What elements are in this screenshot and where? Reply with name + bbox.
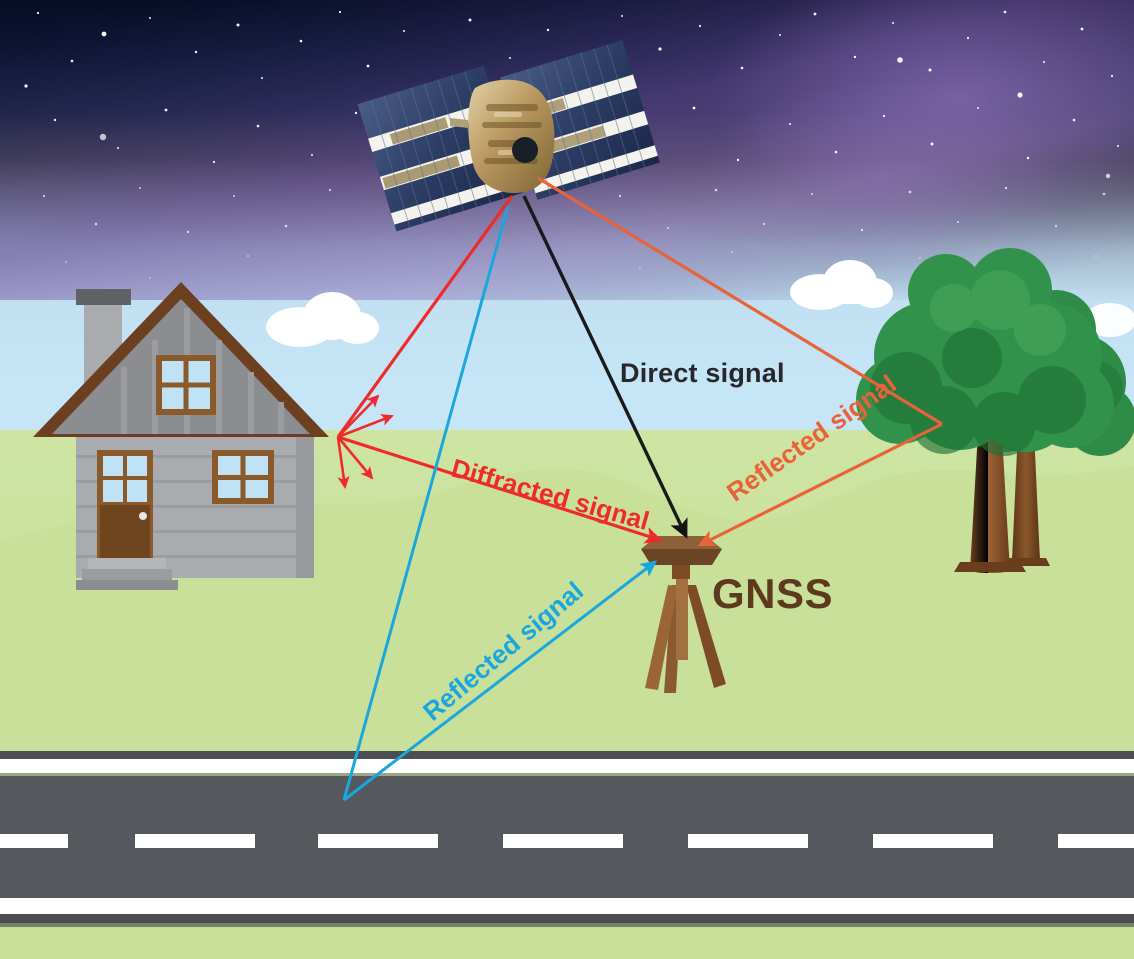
diffraction-scatter-arrows	[336, 394, 394, 489]
receiver-antenna-base	[641, 549, 722, 565]
road-dashes	[0, 834, 1134, 848]
reflected-road-path	[342, 205, 658, 802]
entry-steps	[76, 558, 178, 590]
satellite	[357, 40, 660, 232]
tripod-legs	[645, 576, 726, 693]
side-window	[212, 450, 274, 504]
reflected-tree-path	[537, 176, 943, 547]
gnss-receiver[interactable]	[641, 536, 726, 693]
direct-signal-label: Direct signal	[620, 358, 785, 388]
cloud-far-right	[1084, 303, 1134, 337]
solar-panel-left	[357, 65, 523, 232]
cloud-right	[790, 260, 893, 310]
clouds	[266, 260, 1134, 347]
house-wall-shadow	[296, 437, 314, 578]
satellite-body	[450, 79, 555, 194]
direct-path	[522, 195, 688, 539]
house	[33, 282, 329, 590]
receiver-stem	[672, 565, 690, 579]
tree-front	[856, 248, 1114, 573]
house-siding-lines	[76, 455, 314, 558]
road	[0, 751, 1134, 927]
diffracted-path	[336, 195, 663, 544]
attic-window	[156, 355, 216, 415]
trees	[856, 248, 1134, 573]
gnss-receiver-label: GNSS	[712, 570, 834, 617]
cloud-left	[266, 292, 379, 347]
